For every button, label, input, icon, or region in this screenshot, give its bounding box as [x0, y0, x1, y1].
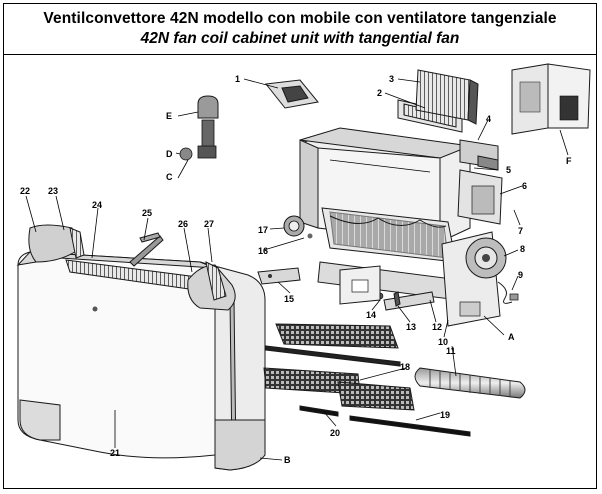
callout-20: 20	[330, 428, 340, 438]
coil-connection-panel	[457, 169, 503, 225]
diagram-frame: Ventilconvettore 42N modello con mobile …	[3, 3, 597, 489]
inlet-grille-lower	[263, 367, 415, 411]
callout-7: 7	[518, 226, 523, 236]
callout-22: 22	[20, 186, 30, 196]
title-block: Ventilconvettore 42N modello con mobile …	[4, 4, 596, 55]
heat-exchanger-coil	[321, 207, 457, 263]
cabinet-body	[16, 251, 266, 471]
callout-27: 27	[204, 219, 214, 229]
grille-bracket	[129, 232, 164, 267]
callout-24: 24	[92, 200, 102, 210]
callout-10: 10	[438, 337, 448, 347]
callout-25: 25	[142, 208, 152, 218]
support-bracket	[383, 291, 435, 311]
air-filter	[415, 69, 479, 125]
callout-14: 14	[366, 310, 376, 320]
electronic-control-panel	[511, 63, 591, 135]
valve-actuator	[197, 95, 219, 119]
side-bracket-left	[257, 267, 301, 285]
callout-11: 11	[446, 346, 456, 356]
callout-E: E	[166, 111, 172, 121]
callout-6: 6	[522, 181, 527, 191]
callout-2: 2	[377, 88, 382, 98]
callout-12: 12	[432, 322, 442, 332]
callout-19: 19	[440, 410, 450, 420]
tangential-fan	[414, 367, 526, 399]
callout-26: 26	[178, 219, 188, 229]
power-cable	[497, 281, 519, 304]
callout-5: 5	[506, 165, 511, 175]
callout-3: 3	[389, 74, 394, 84]
filter-rod	[299, 405, 339, 417]
callout-17: 17	[258, 225, 268, 235]
callout-B: B	[284, 455, 291, 465]
valve-body	[197, 119, 217, 159]
filter-strip	[265, 345, 401, 367]
callout-8: 8	[520, 244, 525, 254]
callout-21: 21	[110, 448, 120, 458]
title-italian: Ventilconvettore 42N modello con mobile …	[43, 10, 557, 27]
filter-clip	[265, 79, 319, 109]
callout-23: 23	[48, 186, 58, 196]
callout-16: 16	[258, 246, 268, 256]
callout-D: D	[166, 149, 173, 159]
callout-C: C	[166, 172, 173, 182]
title-english: 42N fan coil cabinet unit with tangentia…	[140, 30, 460, 47]
callout-A: A	[508, 332, 515, 342]
callout-18: 18	[400, 362, 410, 372]
front-filter-strip	[349, 415, 471, 437]
small-screw	[307, 233, 313, 239]
callout-4: 4	[486, 114, 491, 124]
callout-9: 9	[518, 270, 523, 280]
callout-F: F	[566, 156, 572, 166]
fan-motor	[465, 237, 507, 279]
rear-side-panel	[339, 265, 381, 305]
cabinet-side-panel-left	[28, 224, 85, 263]
cable-grommet	[283, 215, 305, 237]
callout-labels: 1 2 3 4 5 6 7 8 9 10 11 12 13 14 15 16 1…	[20, 74, 572, 465]
leader-lines	[25, 78, 569, 461]
callout-15: 15	[284, 294, 294, 304]
callout-1: 1	[235, 74, 240, 84]
drain-pan	[317, 261, 461, 301]
inlet-grille-upper	[275, 323, 399, 349]
callout-13: 13	[406, 322, 416, 332]
valve-fitting	[179, 147, 193, 161]
cabinet-side-panel-right	[187, 261, 236, 311]
